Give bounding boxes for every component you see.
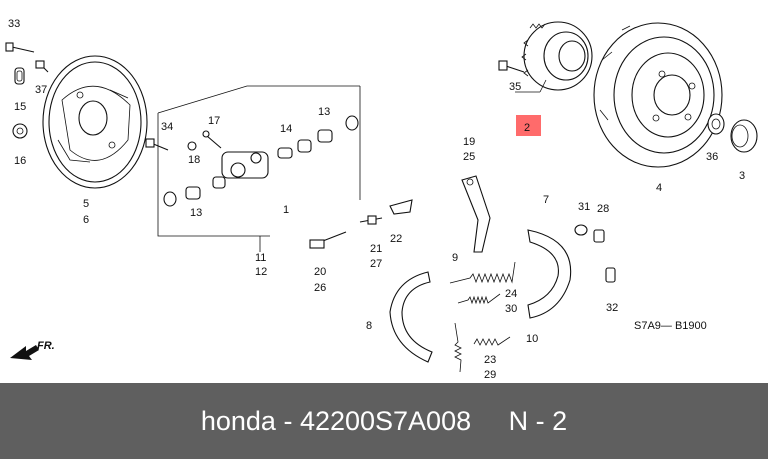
label-4: 4 (656, 182, 662, 194)
label-7: 7 (543, 194, 549, 206)
pin-21 (359, 215, 383, 225)
wheel-cylinder-group (157, 85, 361, 252)
brake-drum (593, 22, 723, 168)
label-17: 17 (208, 115, 220, 127)
clip-22 (389, 199, 413, 215)
label-35: 35 (509, 81, 521, 93)
spring-9 (449, 261, 516, 284)
label-30: 30 (505, 303, 517, 315)
front-arrow-icon (10, 345, 39, 360)
label-1: 1 (283, 204, 289, 216)
nut-36 (707, 113, 725, 135)
cap-3 (730, 119, 758, 153)
label-19: 19 (463, 136, 475, 148)
label-3: 3 (739, 170, 745, 182)
separator: - (275, 405, 300, 436)
label-5: 5 (83, 198, 89, 210)
label-22: 22 (390, 233, 402, 245)
backing-plate (42, 55, 148, 189)
label-13-top: 13 (318, 106, 330, 118)
label-27: 27 (370, 258, 382, 270)
label-25: 25 (463, 151, 475, 163)
fr-label: FR. (37, 340, 55, 352)
label-13-bottom: 13 (190, 207, 202, 219)
label-36: 36 (706, 151, 718, 163)
label-24: 24 (505, 288, 517, 300)
label-14: 14 (280, 123, 292, 135)
spring-24 (457, 293, 501, 305)
nut-16 (12, 123, 28, 139)
brand: honda (200, 405, 276, 436)
label-18: 18 (188, 154, 200, 166)
label-31: 31 (578, 201, 590, 213)
label-16: 16 (14, 155, 26, 167)
hub-bearing (521, 21, 593, 91)
leader-2b (539, 79, 547, 93)
label-37: 37 (35, 84, 47, 96)
label-23: 23 (484, 354, 496, 366)
label-20: 20 (314, 266, 326, 278)
label-28: 28 (597, 203, 609, 215)
label-32: 32 (606, 302, 618, 314)
clip-32 (605, 267, 616, 283)
position: N - 2 (508, 405, 568, 436)
spring-23 (454, 322, 462, 373)
spring-10 (473, 336, 511, 346)
label-34: 34 (161, 121, 173, 133)
label-8: 8 (366, 320, 372, 332)
bolt-34 (145, 138, 169, 151)
label-12: 12 (255, 266, 267, 278)
label-21: 21 (370, 243, 382, 255)
label-15: 15 (14, 101, 26, 113)
gap (471, 406, 509, 437)
label-11: 11 (255, 252, 266, 264)
wheel-cylinder (221, 151, 269, 179)
parking-lever (461, 175, 491, 253)
cap-18 (187, 141, 197, 151)
part-number: 42200S7A008 (299, 405, 472, 436)
label-2: 2 (524, 122, 530, 134)
pin-28 (593, 229, 605, 243)
bleeder-17 (202, 130, 222, 149)
diagram-code: S7A9— B1900 (634, 320, 707, 332)
label-6: 6 (83, 214, 89, 226)
label-33: 33 (8, 18, 20, 30)
bolt-37 (35, 60, 49, 73)
label-29: 29 (484, 369, 496, 381)
highlight-box (516, 115, 541, 136)
footer-caption: honda - 42200S7A008 N - 2 (0, 383, 768, 459)
washer-31 (574, 224, 588, 236)
adjuster-20 (309, 231, 347, 249)
label-10: 10 (526, 333, 538, 345)
parts-diagram: FR. 33 37 15 16 5 6 34 17 18 14 13 13 1 … (5, 18, 758, 381)
grommet-15 (14, 67, 25, 85)
label-26: 26 (314, 282, 326, 294)
brake-shoe-7 (527, 229, 572, 319)
brake-shoe-8 (389, 271, 433, 363)
label-9: 9 (452, 252, 458, 264)
bolt-33 (5, 42, 35, 53)
bolt-35 (498, 60, 525, 73)
